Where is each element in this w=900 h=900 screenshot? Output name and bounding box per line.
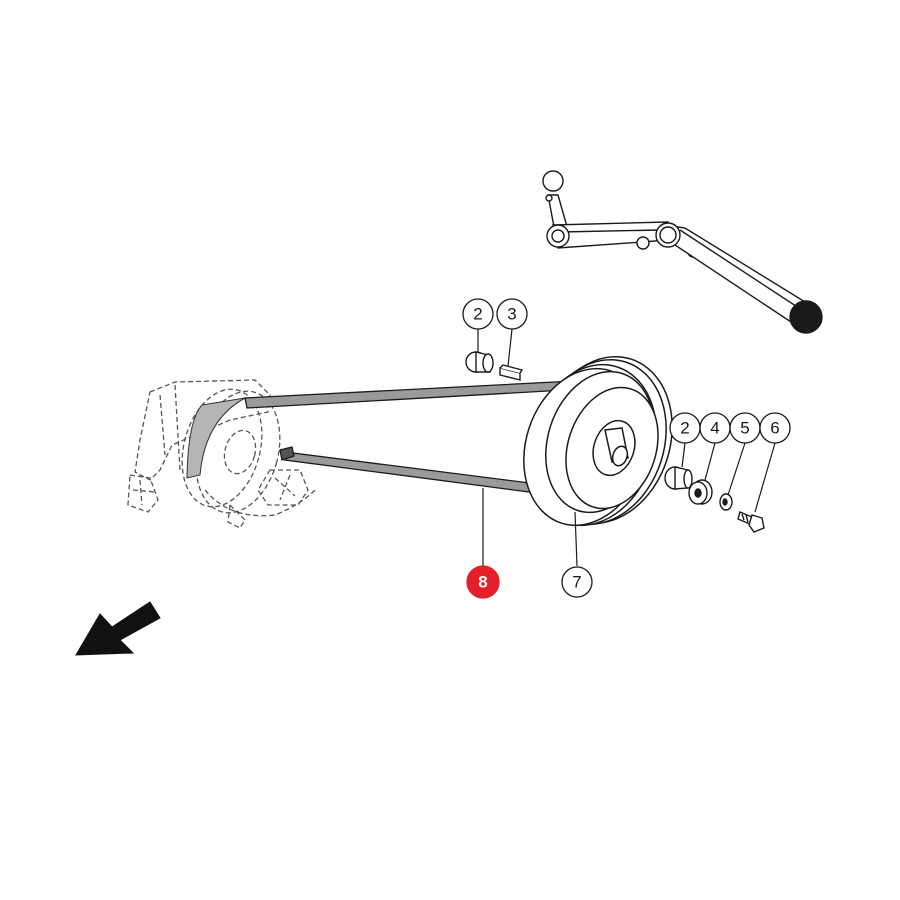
callout-label: 2 [680,419,689,438]
key-pin [499,364,524,381]
callout-3: 3 [496,298,528,330]
callout-6: 6 [759,412,791,444]
washer-small [719,493,733,511]
callout-label: 7 [572,573,581,592]
washer-large [688,479,713,505]
callout-label: 8 [478,573,487,592]
v-belt [244,377,638,501]
callout-label: 4 [710,419,719,438]
direction-arrow-icon [75,601,161,656]
leader-lines [477,328,776,567]
callout-label: 3 [507,305,516,324]
callout-4: 4 [699,412,731,444]
belt-on-engine-pulley [186,397,246,479]
driven-pulley [523,355,673,527]
callout-circle [466,565,500,599]
spacer-bushing-upper [465,351,494,373]
callout-circle [561,566,593,598]
callout-circle [462,298,494,330]
callout-8-highlighted: 8 [466,565,500,599]
callout-circle [496,298,528,330]
callout-2-upper: 2 [462,298,494,330]
callout-label: 6 [770,419,779,438]
callout-label: 5 [740,419,749,438]
spacer-bushing-lower [664,466,693,490]
callout-label: 2 [473,305,482,324]
callout-circle [759,412,791,444]
callout-5: 5 [729,412,761,444]
control-lever-icon [542,170,823,334]
bolt [737,511,765,533]
callout-2-lower: 2 [669,412,701,444]
callout-7: 7 [561,566,593,598]
engine-pulley-assembly-ghost [127,379,316,529]
